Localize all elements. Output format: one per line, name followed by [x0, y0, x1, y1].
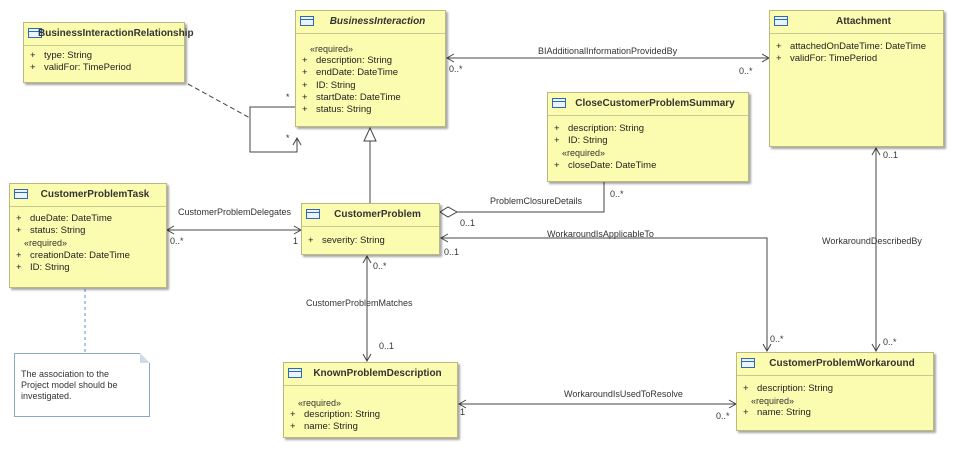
note-fold-corner	[140, 353, 150, 363]
workaround-resolve-src-mult: 1	[460, 407, 466, 417]
delegates-arrow-left	[165, 225, 175, 235]
attribute-list: +description: String «required» +name: S…	[737, 383, 933, 420]
stereotype-label: «required»	[298, 398, 342, 408]
attribute-row: +ID: String	[16, 261, 70, 273]
workaround-applicable-line	[441, 237, 768, 351]
attribute-row: +attachedOnDateTime: DateTime	[776, 41, 927, 52]
attribute-row: +ID: String	[554, 135, 608, 147]
business-interaction-relationship-class[interactable]: BusinessInteractionRelationship +type: S…	[23, 22, 194, 83]
note-text: The association to the Project model sho…	[21, 369, 118, 401]
attribute-row: +name: String	[743, 407, 811, 419]
class-name: BusinessInteraction	[329, 16, 426, 27]
class-name: BusinessInteractionRelationship	[38, 28, 194, 39]
problem-closure-src-mult: 0..1	[460, 218, 476, 228]
attribute-row: +ID: String	[302, 79, 356, 91]
delegates-src-mult: 0..*	[170, 236, 184, 246]
known-problem-description-class[interactable]: KnownProblemDescription «required» +desc…	[283, 362, 458, 438]
note[interactable]: The association to the Project model sho…	[14, 353, 150, 417]
class-name: CustomerProblem	[334, 209, 421, 220]
class-name: CustomerProblemWorkaround	[769, 358, 915, 369]
customer-problem-class[interactable]: CustomerProblem +severity: String	[301, 203, 440, 255]
class-icon	[552, 98, 566, 108]
class-icon	[300, 16, 314, 26]
matches-label: CustomerProblemMatches	[306, 298, 413, 308]
attribute-row: +validFor: TimePeriod	[776, 53, 878, 65]
class-name: KnownProblemDescription	[313, 368, 442, 379]
business-interaction-class[interactable]: BusinessInteraction «required» +descript…	[295, 10, 446, 127]
close-customer-problem-summary-class[interactable]: CloseCustomerProblemSummary +description…	[547, 92, 749, 182]
attribute-list: +severity: String	[302, 235, 439, 247]
attribute-row: +startDate: DateTime	[302, 91, 401, 103]
attachment-class[interactable]: Attachment +attachedOnDateTime: DateTime…	[769, 10, 944, 147]
attribute-row: +status: String	[302, 103, 372, 115]
customer-problem-task-class[interactable]: CustomerProblemTask +dueDate: DateTime +…	[9, 183, 167, 288]
matches-arrow-down	[362, 353, 372, 363]
attribute-row: +description: String	[743, 383, 834, 394]
attribute-row: +severity: String	[308, 235, 385, 246]
attribute-row: +dueDate: DateTime	[16, 213, 113, 224]
stereotype-label: «required»	[562, 148, 606, 159]
workaround-resolve-label: WorkaroundIsUsedToResolve	[564, 389, 683, 399]
workaround-applicable-arrow-left	[439, 233, 449, 243]
attribute-row: +name: String	[290, 421, 358, 433]
attribute-row: +closeDate: DateTime	[554, 159, 657, 171]
workaround-described-label: WorkaroundDescribedBy	[822, 236, 922, 246]
stereotype-label: «required»	[310, 44, 354, 54]
workaround-described-arrow-down	[871, 343, 881, 353]
workaround-described-src-mult: 0..1	[883, 150, 899, 160]
attribute-row: +description: String	[302, 55, 393, 67]
delegates-dst-mult: 1	[293, 236, 299, 246]
attribute-row: +endDate: DateTime	[302, 67, 399, 79]
aggregation-diamond	[439, 206, 459, 218]
attribute-row: +status: String	[16, 225, 86, 237]
workaround-resolve-arrow-left	[457, 399, 467, 409]
attribute-row: +description: String	[290, 409, 381, 421]
class-icon	[28, 28, 42, 38]
class-icon	[288, 368, 302, 378]
problem-closure-dst-mult: 0..*	[610, 189, 624, 199]
workaround-resolve-dst-mult: 0..*	[716, 411, 730, 421]
class-name: Attachment	[835, 16, 891, 27]
attribute-row: +description: String	[554, 123, 645, 134]
workaround-applicable-src-mult: 0..1	[444, 247, 460, 257]
class-icon	[14, 189, 28, 199]
stereotype-label: «required»	[24, 238, 68, 249]
self-assoc-mult-bottom: *	[286, 133, 290, 143]
attribute-row: +validFor: TimePeriod	[30, 62, 132, 74]
bi-additional-info-src-mult: 0..*	[449, 64, 463, 74]
attribute-list: +description: String +ID: String «requir…	[548, 123, 748, 172]
self-association-arrow	[292, 136, 302, 146]
attribute-row: +creationDate: DateTime	[16, 249, 130, 261]
self-association-loop	[249, 106, 298, 153]
class-name: CustomerProblemTask	[40, 189, 150, 200]
matches-src-mult: 0..*	[373, 261, 387, 271]
attribute-list: +attachedOnDateTime: DateTime +validFor:…	[770, 41, 943, 65]
bi-additional-info-label: BIAdditionalInformationProvidedBy	[538, 46, 678, 56]
class-name: CloseCustomerProblemSummary	[575, 98, 735, 109]
workaround-applicable-label: WorkaroundIsApplicableTo	[547, 229, 654, 239]
workaround-described-dst-mult: 0..*	[883, 337, 897, 347]
attribute-row: +type: String	[30, 50, 93, 61]
self-assoc-mult-top: *	[286, 92, 290, 102]
delegates-label: CustomerProblemDelegates	[178, 207, 292, 217]
relationship-dashed-link	[187, 83, 251, 119]
attribute-list: «required» +description: String +name: S…	[284, 397, 457, 434]
attribute-list: +dueDate: DateTime +status: String «requ…	[10, 213, 166, 274]
class-icon	[306, 209, 320, 219]
class-icon	[774, 16, 788, 26]
workaround-applicable-dst-mult: 0..*	[770, 334, 784, 344]
problem-closure-label: ProblemClosureDetails	[490, 196, 583, 206]
matches-arrow-up	[362, 254, 372, 264]
workaround-applicable-arrow-down	[762, 343, 772, 353]
matches-dst-mult: 0..1	[379, 341, 395, 351]
stereotype-label: «required»	[751, 396, 795, 407]
bi-additional-info-dst-mult: 0..*	[739, 66, 753, 76]
class-icon	[741, 358, 755, 368]
attribute-list: «required» +description: String +endDate…	[296, 43, 445, 116]
customer-problem-workaround-class[interactable]: CustomerProblemWorkaround +description: …	[736, 352, 934, 431]
workaround-described-arrow-up	[871, 146, 881, 156]
generalization-triangle	[363, 126, 377, 142]
attribute-list: +type: String +validFor: TimePeriod	[24, 50, 184, 74]
bi-additional-info-arrow-left	[445, 53, 455, 63]
